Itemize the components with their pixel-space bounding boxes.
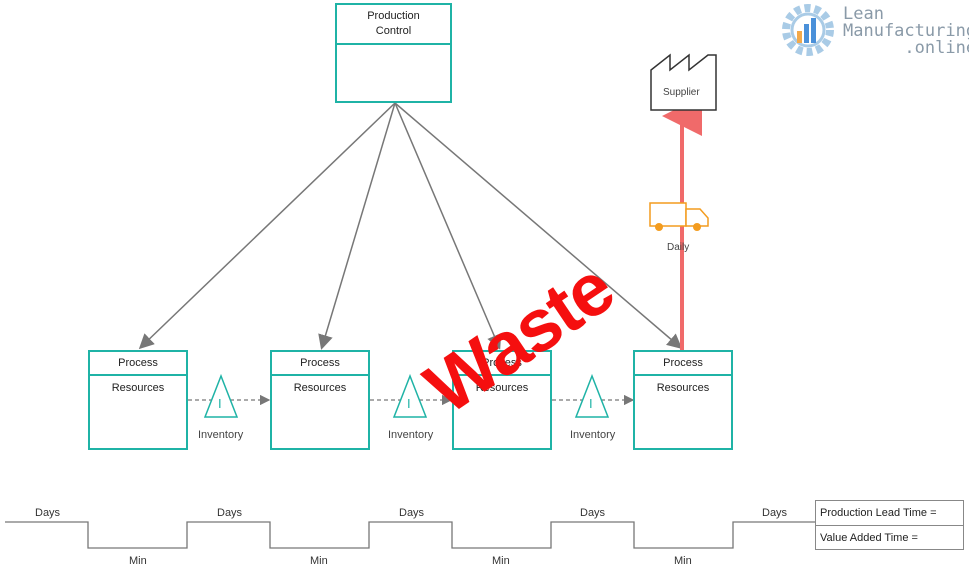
process-box-2[interactable]: Process Resources xyxy=(270,350,370,450)
process-box-4[interactable]: Process Resources xyxy=(633,350,733,450)
control-lines xyxy=(138,102,683,350)
process-box-3[interactable]: Process Resources xyxy=(452,350,552,450)
process-resources: Resources xyxy=(656,382,710,394)
production-control-box[interactable]: Production Control xyxy=(335,3,452,103)
production-control-title: Production Control xyxy=(337,5,450,45)
production-lead-time: Production Lead Time = xyxy=(820,507,937,519)
timeline-days-label: Days xyxy=(580,507,606,519)
inventory-triangles xyxy=(203,373,610,418)
supplier-factory-icon xyxy=(650,53,717,111)
timeline-summary-box: Production Lead Time = Value Added Time … xyxy=(815,500,964,550)
truck-icon xyxy=(649,202,709,231)
logo-line-3: .online xyxy=(904,38,969,58)
process-title: Process xyxy=(635,352,731,376)
inventory-triangle-icon xyxy=(203,373,239,418)
inventory-label: Inventory xyxy=(388,429,434,441)
process-resources: Resources xyxy=(293,382,347,394)
shipment-frequency-label: Daily xyxy=(667,242,690,253)
production-control-title-line2: Control xyxy=(375,25,412,37)
logo-line-2: Manufacturing xyxy=(843,21,969,41)
process-title: Process xyxy=(454,352,550,376)
process-resources: Resources xyxy=(475,382,529,394)
inventory-triangle-icon xyxy=(574,373,610,418)
control-line-4 xyxy=(394,102,683,349)
control-line-1 xyxy=(138,102,396,350)
process-resources: Resources xyxy=(111,382,165,394)
timeline-ladder xyxy=(5,521,815,549)
inventory-label: Inventory xyxy=(570,429,616,441)
value-added-time: Value Added Time = xyxy=(816,525,963,550)
timeline-min-label: Min xyxy=(674,555,692,567)
production-control-title-line1: Production xyxy=(367,10,420,22)
control-line-2 xyxy=(318,102,396,350)
timeline-min-label: Min xyxy=(492,555,510,567)
timeline-min-label: Min xyxy=(129,555,147,567)
process-title: Process xyxy=(90,352,186,376)
inventory-symbol: I xyxy=(218,396,222,411)
timeline-days-label: Days xyxy=(762,507,788,519)
supplier-label: Supplier xyxy=(663,87,700,98)
inventory-symbol: I xyxy=(589,396,593,411)
timeline-days-label: Days xyxy=(217,507,243,519)
timeline-min-label: Min xyxy=(310,555,328,567)
process-title: Process xyxy=(272,352,368,376)
inventory-label: Inventory xyxy=(198,429,244,441)
inventory-triangle-icon xyxy=(392,373,428,418)
timeline-days-label: Days xyxy=(399,507,425,519)
inventory-symbol: I xyxy=(407,396,411,411)
control-line-3 xyxy=(394,102,502,350)
logo-gear-icon xyxy=(782,4,834,56)
timeline-days-label: Days xyxy=(35,507,61,519)
process-box-1[interactable]: Process Resources xyxy=(88,350,188,450)
logo-line-1: Lean xyxy=(843,4,884,24)
logo-text: Lean Manufacturing .online xyxy=(843,6,969,57)
